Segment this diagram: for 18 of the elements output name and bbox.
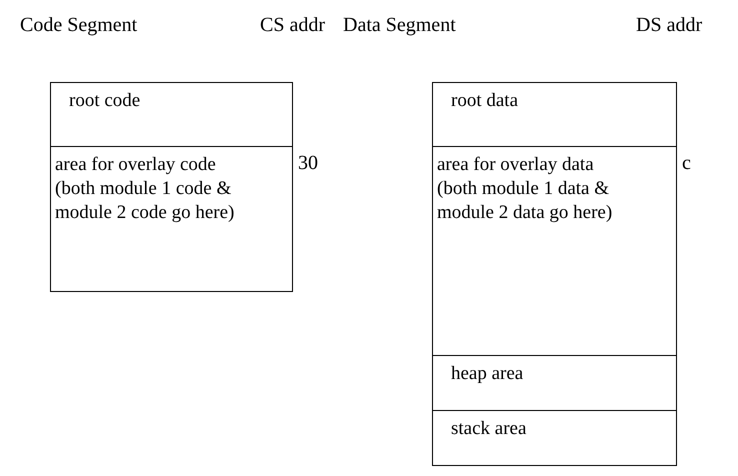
memory-region-box xyxy=(432,146,677,356)
memory-region-box xyxy=(432,82,677,147)
column-heading: Code Segment xyxy=(20,14,138,37)
memory-region-box xyxy=(432,355,677,411)
region-label: stack area xyxy=(451,417,526,441)
region-label: area for overlay code (both module 1 code & module 2 code go here) xyxy=(55,153,236,225)
region-label: root data xyxy=(451,89,518,113)
column-heading: CS addr xyxy=(260,14,325,37)
address-label: c xyxy=(682,152,691,175)
address-label: 30 xyxy=(298,152,318,175)
memory-region-box xyxy=(50,146,293,292)
region-label: area for overlay data (both module 1 data & module 2 data go here) xyxy=(437,153,614,225)
region-label: heap area xyxy=(451,362,524,386)
region-label: root code xyxy=(69,89,140,113)
memory-region-box xyxy=(432,410,677,466)
memory-region-box xyxy=(50,82,293,147)
column-heading: Data Segment xyxy=(343,14,456,37)
column-heading: DS addr xyxy=(636,14,702,37)
